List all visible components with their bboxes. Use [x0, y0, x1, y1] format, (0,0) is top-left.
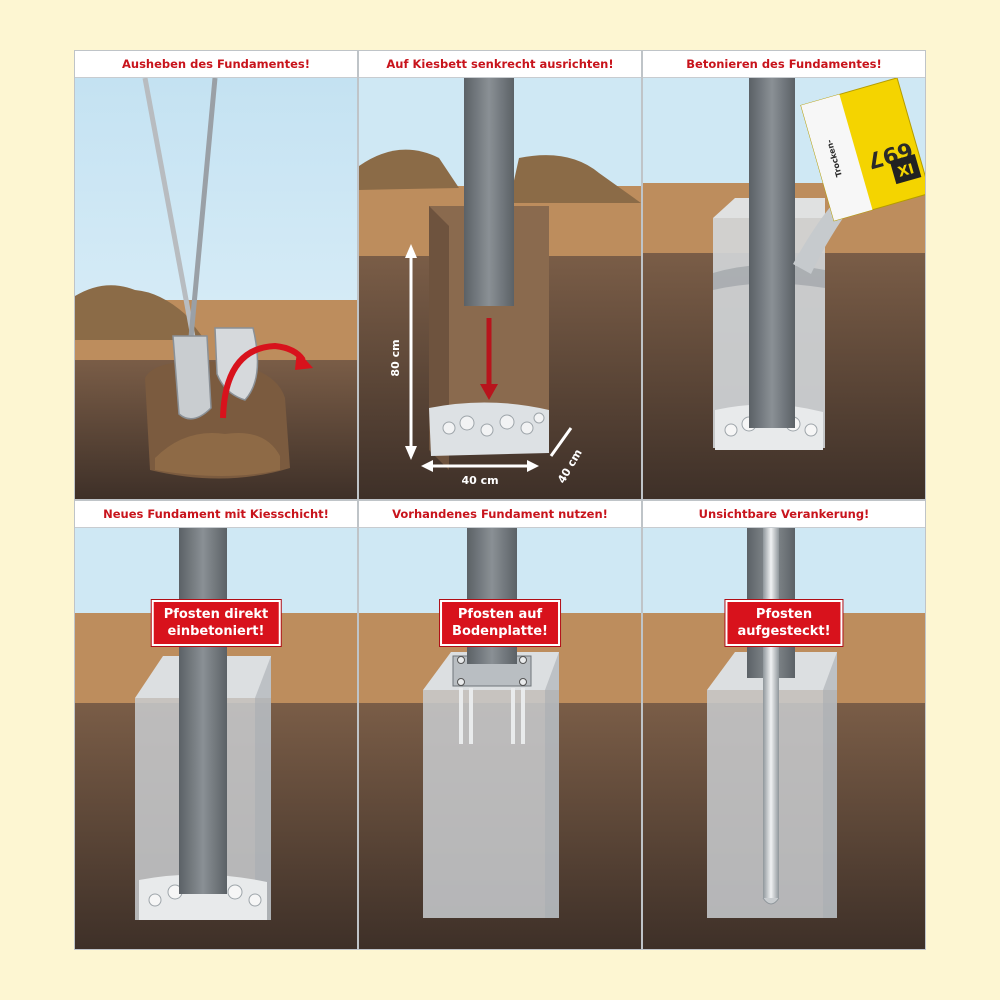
panel-new-foundation: Neues Fundament mit Kiesschicht! Pfo — [75, 501, 357, 949]
scene-invisible-anchor: Pfosten aufgesteckt! — [643, 528, 925, 949]
panel-excavate: Ausheben des Fundamentes! — [75, 51, 357, 499]
soil-pile — [75, 285, 205, 340]
concrete-bag: Trocken- 697 XI — [800, 78, 925, 222]
scene-new-foundation: Pfosten direkt einbetoniert! — [75, 528, 357, 949]
panel-invisible-anchor: Unsichtbare Verankerung! Pfosten — [643, 501, 925, 949]
spade-handle — [142, 78, 198, 349]
post — [749, 78, 795, 428]
down-arrow-head — [480, 384, 498, 400]
panel-caption: Vorhandenes Fundament nutzen! — [359, 501, 641, 528]
lift-arrow-head — [295, 350, 313, 370]
concrete-stream — [793, 206, 843, 274]
instruction-grid: Ausheben des Fundamentes! — [74, 50, 926, 950]
loose-soil — [155, 432, 280, 476]
spade-handle — [187, 78, 218, 349]
bag-brand: XI — [896, 161, 916, 181]
height-label: 80 cm — [389, 339, 402, 376]
panel-caption: Betonieren des Fundamentes! — [643, 51, 925, 78]
callout-badge: Pfosten direkt einbetoniert! — [151, 600, 281, 646]
lift-arrow — [220, 342, 306, 419]
panel-existing-foundation: Vorhandenes Fundament nutzen! — [359, 501, 641, 949]
callout-badge: Pfosten auf Bodenplatte! — [440, 600, 560, 646]
panel-caption: Neues Fundament mit Kiesschicht! — [75, 501, 357, 528]
scene-excavate — [75, 78, 357, 499]
pit-wall — [429, 206, 449, 470]
scene-align: 80 cm 40 cm 40 cm — [359, 78, 641, 499]
callout-badge: Pfosten aufgesteckt! — [725, 600, 843, 646]
soil-pile — [509, 155, 641, 203]
width-label: 40 cm — [461, 474, 498, 487]
depth-dimension — [549, 427, 573, 457]
concrete-block — [423, 690, 559, 918]
panel-align: Auf Kiesbett senkrecht ausrichten! — [359, 51, 641, 499]
spade-blade — [172, 335, 212, 420]
scene-existing-foundation: Pfosten auf Bodenplatte! — [359, 528, 641, 949]
scene-concrete: Trocken- 697 XI — [643, 78, 925, 499]
panel-caption: Unsichtbare Verankerung! — [643, 501, 925, 528]
post — [464, 78, 514, 306]
panel-caption: Ausheben des Fundamentes! — [75, 51, 357, 78]
soil-pile — [359, 149, 459, 190]
steel-anchor-rod — [763, 528, 779, 898]
panel-caption: Auf Kiesbett senkrecht ausrichten! — [359, 51, 641, 78]
panel-concrete: Betonieren des Fundamentes! — [643, 51, 925, 499]
post — [179, 528, 227, 894]
